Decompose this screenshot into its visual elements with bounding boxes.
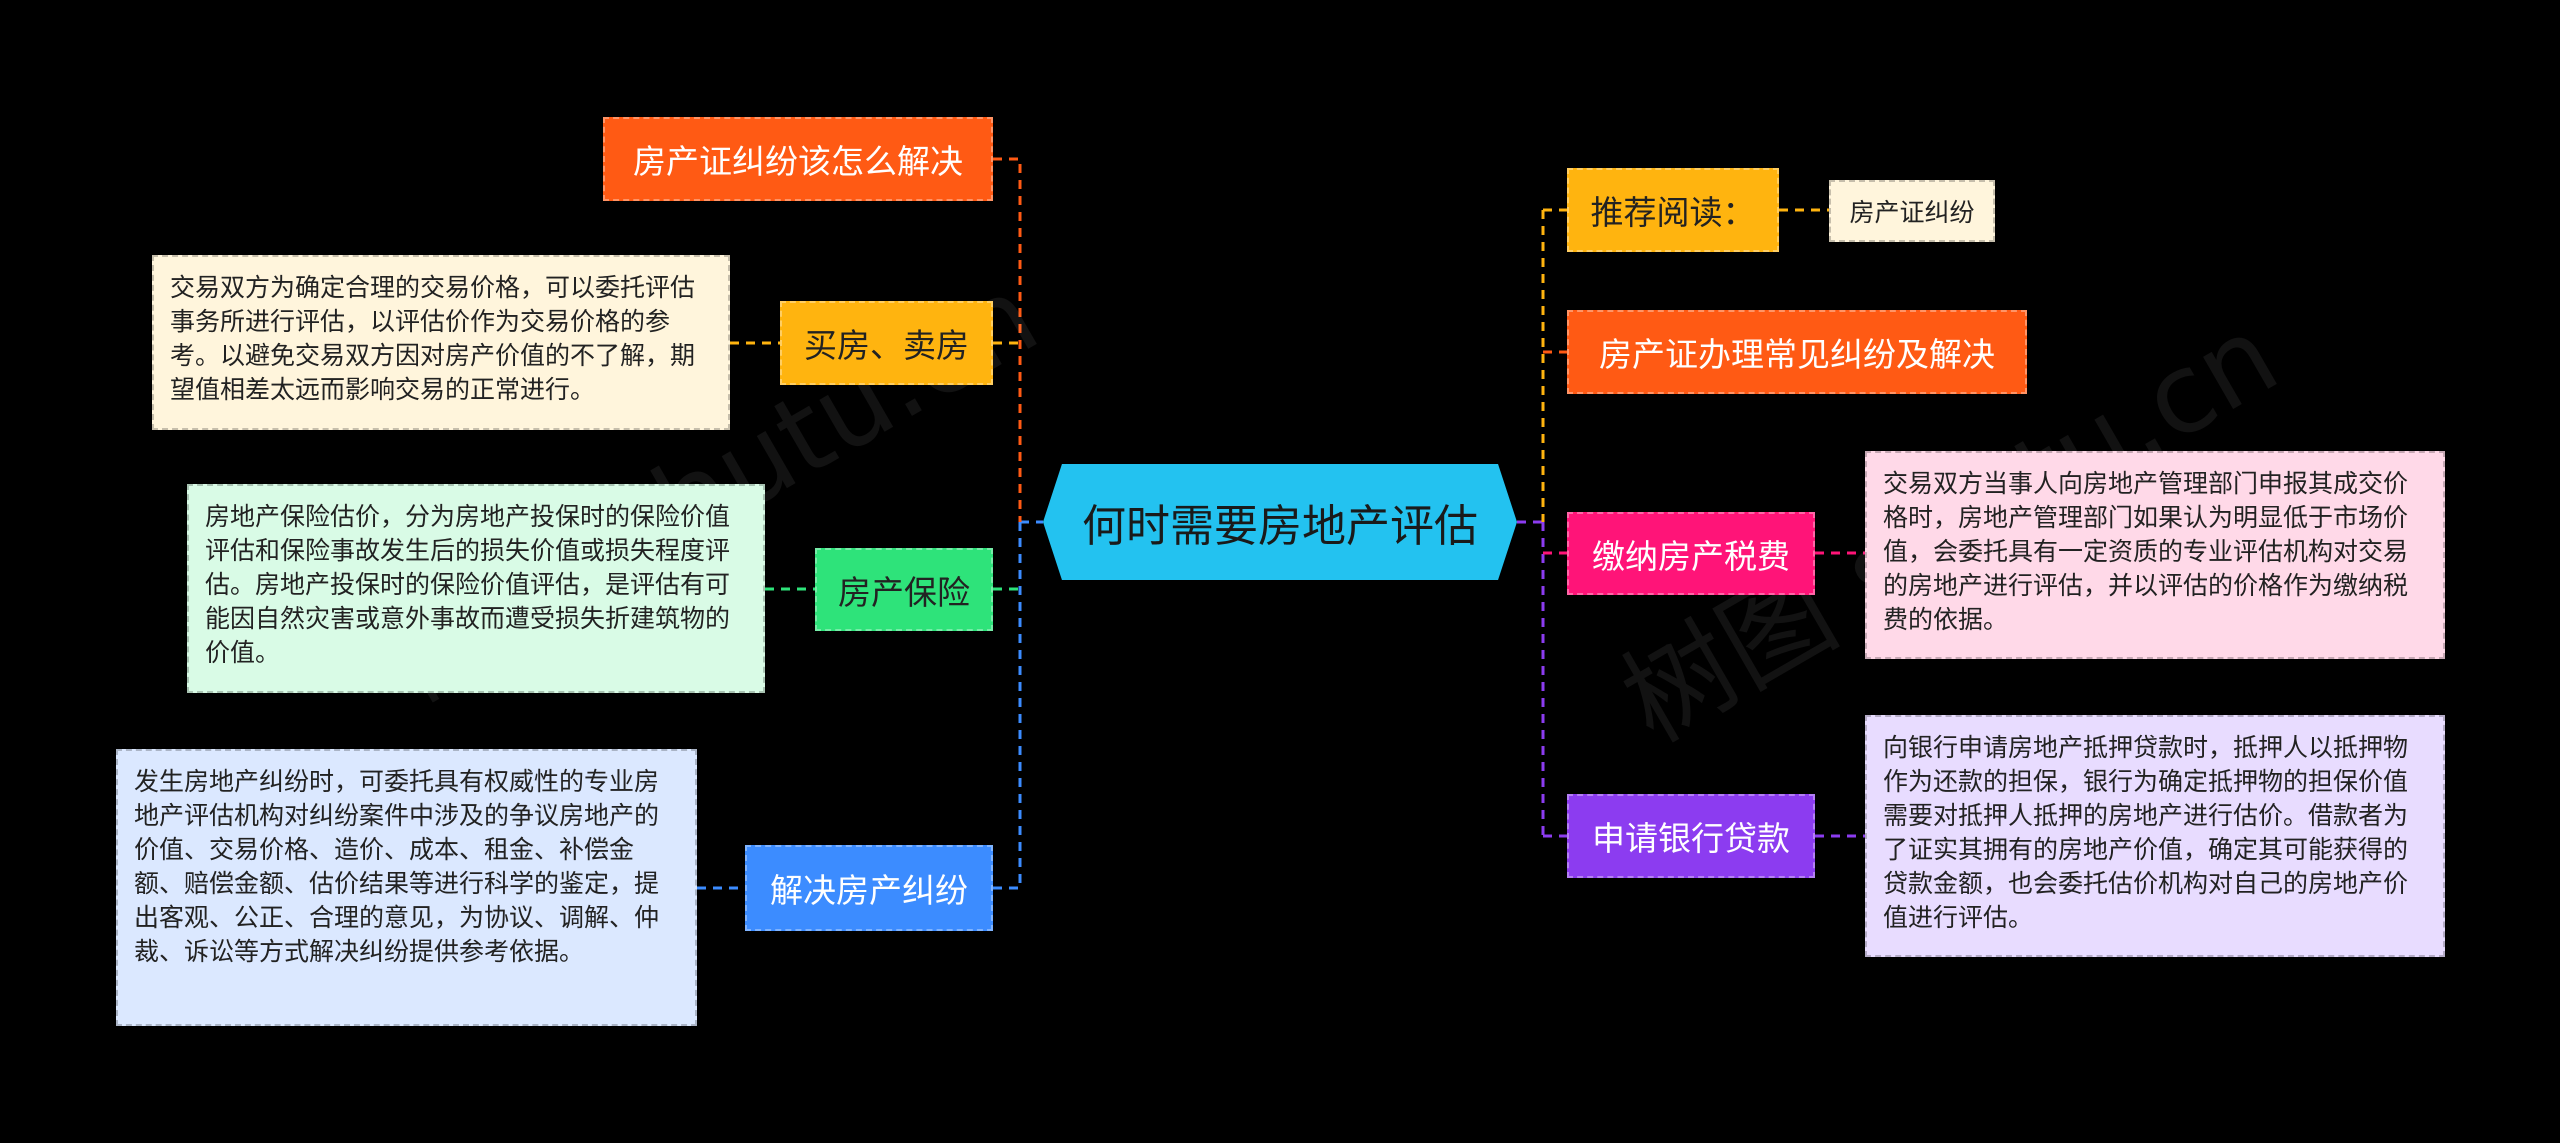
- sub-label: 房产证纠纷: [1849, 198, 1975, 227]
- note-text: 房地产保险估价，分为房地产投保时的保险价值评估和保险事故发生后的损失价值或损失程…: [205, 502, 731, 667]
- topic-resolve-dispute[interactable]: 解决房产纠纷: [745, 845, 993, 931]
- topic-label: 申请银行贷款: [1592, 819, 1790, 858]
- note-resolve-dispute: 发生房地产纠纷时，可委托具有权威性的专业房地产评估机构对纠纷案件中涉及的争议房地…: [116, 749, 697, 1026]
- note-text: 发生房地产纠纷时，可委托具有权威性的专业房地产评估机构对纠纷案件中涉及的争议房地…: [134, 767, 660, 966]
- topic-buy-sell[interactable]: 买房、卖房: [780, 301, 993, 385]
- note-insurance: 房地产保险估价，分为房地产投保时的保险价值评估和保险事故发生后的损失价值或损失程…: [187, 484, 765, 693]
- topic-bank-loan[interactable]: 申请银行贷款: [1567, 794, 1815, 878]
- sub-certificate-dispute[interactable]: 房产证纠纷: [1829, 180, 1995, 242]
- root-topic-label: 何时需要房地产评估: [1082, 501, 1478, 552]
- topic-label: 买房、卖房: [804, 326, 969, 365]
- root-topic[interactable]: 何时需要房地产评估: [1043, 464, 1517, 580]
- topic-label: 房产证纠纷该怎么解决: [633, 142, 963, 181]
- topic-label: 缴纳房产税费: [1592, 536, 1790, 576]
- note-text: 向银行申请房地产抵押贷款时，抵押人以抵押物作为还款的担保，银行为确定抵押物的担保…: [1883, 733, 2409, 932]
- topic-insurance[interactable]: 房产保险: [815, 548, 993, 631]
- topic-label: 解决房产纠纷: [770, 871, 968, 910]
- note-buy-sell: 交易双方为确定合理的交易价格，可以委托评估事务所进行评估，以评估价作为交易价格的…: [152, 255, 730, 430]
- topic-label: 房产证办理常见纠纷及解决: [1599, 335, 1995, 374]
- note-text: 交易双方为确定合理的交易价格，可以委托评估事务所进行评估，以评估价作为交易价格的…: [170, 273, 696, 404]
- note-bank-loan: 向银行申请房地产抵押贷款时，抵押人以抵押物作为还款的担保，银行为确定抵押物的担保…: [1865, 715, 2445, 957]
- note-pay-taxes: 交易双方当事人向房地产管理部门申报其成交价格时，房地产管理部门如果认为明显低于市…: [1865, 451, 2445, 659]
- topic-certificate-common-disputes[interactable]: 房产证办理常见纠纷及解决: [1567, 310, 2027, 394]
- topic-recommended-reading[interactable]: 推荐阅读：: [1567, 168, 1779, 252]
- topic-pay-taxes[interactable]: 缴纳房产税费: [1567, 512, 1815, 595]
- topic-certificate-dispute[interactable]: 房产证纠纷该怎么解决: [603, 117, 993, 201]
- topic-label: 推荐阅读：: [1590, 193, 1756, 232]
- topic-label: 房产保险: [838, 572, 970, 612]
- note-text: 交易双方当事人向房地产管理部门申报其成交价格时，房地产管理部门如果认为明显低于市…: [1883, 469, 2409, 634]
